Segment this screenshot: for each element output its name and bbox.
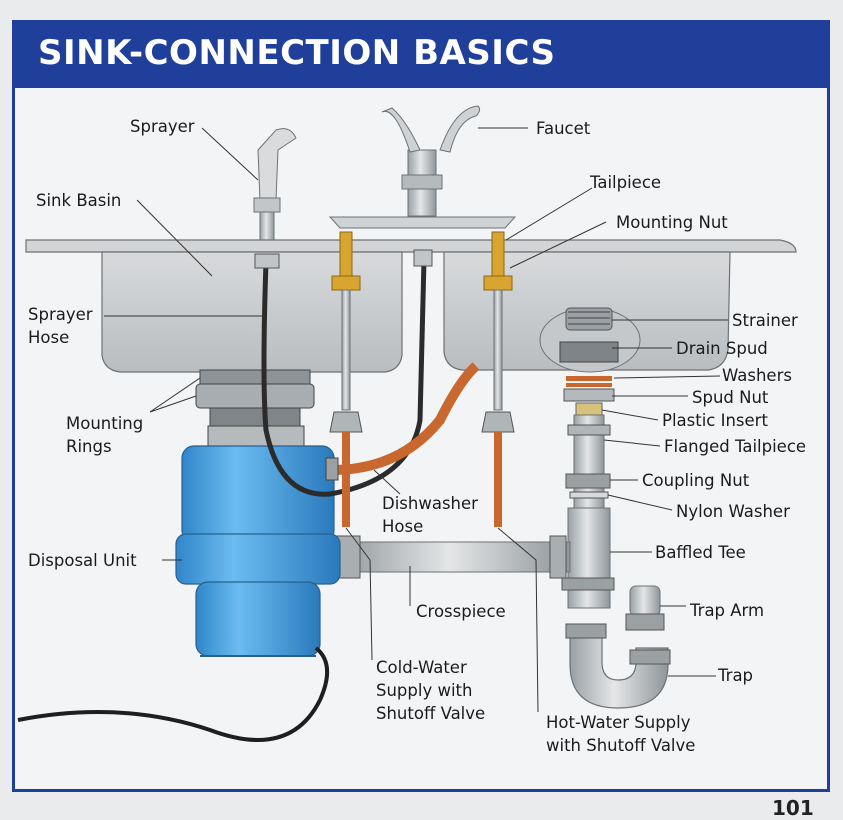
label-sink-basin: Sink Basin	[36, 191, 122, 210]
power-cord	[17, 646, 329, 742]
left-sink-basin	[101, 251, 403, 373]
baffled-tee	[567, 507, 611, 609]
drain-spud	[559, 341, 619, 363]
label-cold-water-line3: Shutoff Valve	[376, 704, 486, 723]
label-flanged-tailpiece: Flanged Tailpiece	[664, 437, 807, 456]
label-sprayer-hose-line2: Hose	[28, 328, 70, 347]
label-washers: Washers	[722, 366, 792, 385]
label-disposal-unit: Disposal Unit	[28, 551, 137, 570]
hot-water-supply	[481, 231, 515, 527]
label-plastic-insert: Plastic Insert	[662, 411, 768, 430]
label-nylon-washer: Nylon Washer	[676, 502, 790, 521]
cold-water-supply	[329, 231, 363, 527]
sprayer	[253, 128, 297, 241]
label-hot-water-line2: with Shutoff Valve	[546, 736, 696, 755]
dishwasher-hose	[331, 362, 480, 475]
label-cold-water-line1: Cold-Water	[376, 658, 467, 677]
label-mounting-rings-line1: Mounting	[66, 414, 144, 433]
label-trap-arm: Trap Arm	[690, 601, 765, 620]
label-tailpiece: Tailpiece	[590, 173, 662, 192]
disposal-unit	[175, 369, 341, 657]
label-baffled-tee: Baffled Tee	[655, 543, 746, 562]
label-cold-water-line2: Supply with	[376, 681, 473, 700]
washer-2	[566, 383, 612, 387]
label-hot-water-line1: Hot-Water Supply	[546, 713, 691, 732]
sprayer-hose	[261, 259, 427, 497]
label-coupling-nut: Coupling Nut	[642, 471, 750, 490]
mounting-ring-top	[199, 369, 311, 385]
faucet	[328, 105, 517, 229]
sink-rim	[25, 239, 797, 253]
mounting-ring-lower	[195, 383, 315, 409]
label-strainer: Strainer	[732, 311, 798, 330]
nylon-washer	[569, 491, 609, 499]
leader-lines	[104, 127, 728, 713]
crosspiece	[349, 541, 571, 573]
coupling-nut	[565, 473, 611, 489]
label-mounting-rings-line2: Rings	[66, 437, 112, 456]
label-sprayer: Sprayer	[130, 117, 195, 136]
label-trap: Trap	[718, 666, 754, 685]
label-spud-nut: Spud Nut	[692, 388, 769, 407]
page-number: 101	[772, 796, 814, 820]
trap-arm	[629, 585, 661, 617]
label-faucet: Faucet	[536, 119, 591, 138]
label-crosspiece: Crosspiece	[416, 602, 506, 621]
diagram-title: SINK-CONNECTION BASICS	[38, 33, 556, 73]
label-mounting-nut: Mounting Nut	[616, 213, 728, 232]
strainer-basket	[565, 307, 613, 331]
plastic-insert	[575, 402, 603, 416]
label-drain-spud: Drain Spud	[676, 339, 768, 358]
trap	[565, 585, 671, 709]
label-dishwasher-hose-line2: Hose	[382, 517, 424, 536]
washer-1	[566, 376, 612, 381]
spud-nut	[563, 388, 615, 402]
label-sprayer-hose-line1: Sprayer	[28, 305, 93, 324]
title-bar	[12, 20, 830, 88]
label-dishwasher-hose-line1: Dishwasher	[382, 494, 478, 513]
